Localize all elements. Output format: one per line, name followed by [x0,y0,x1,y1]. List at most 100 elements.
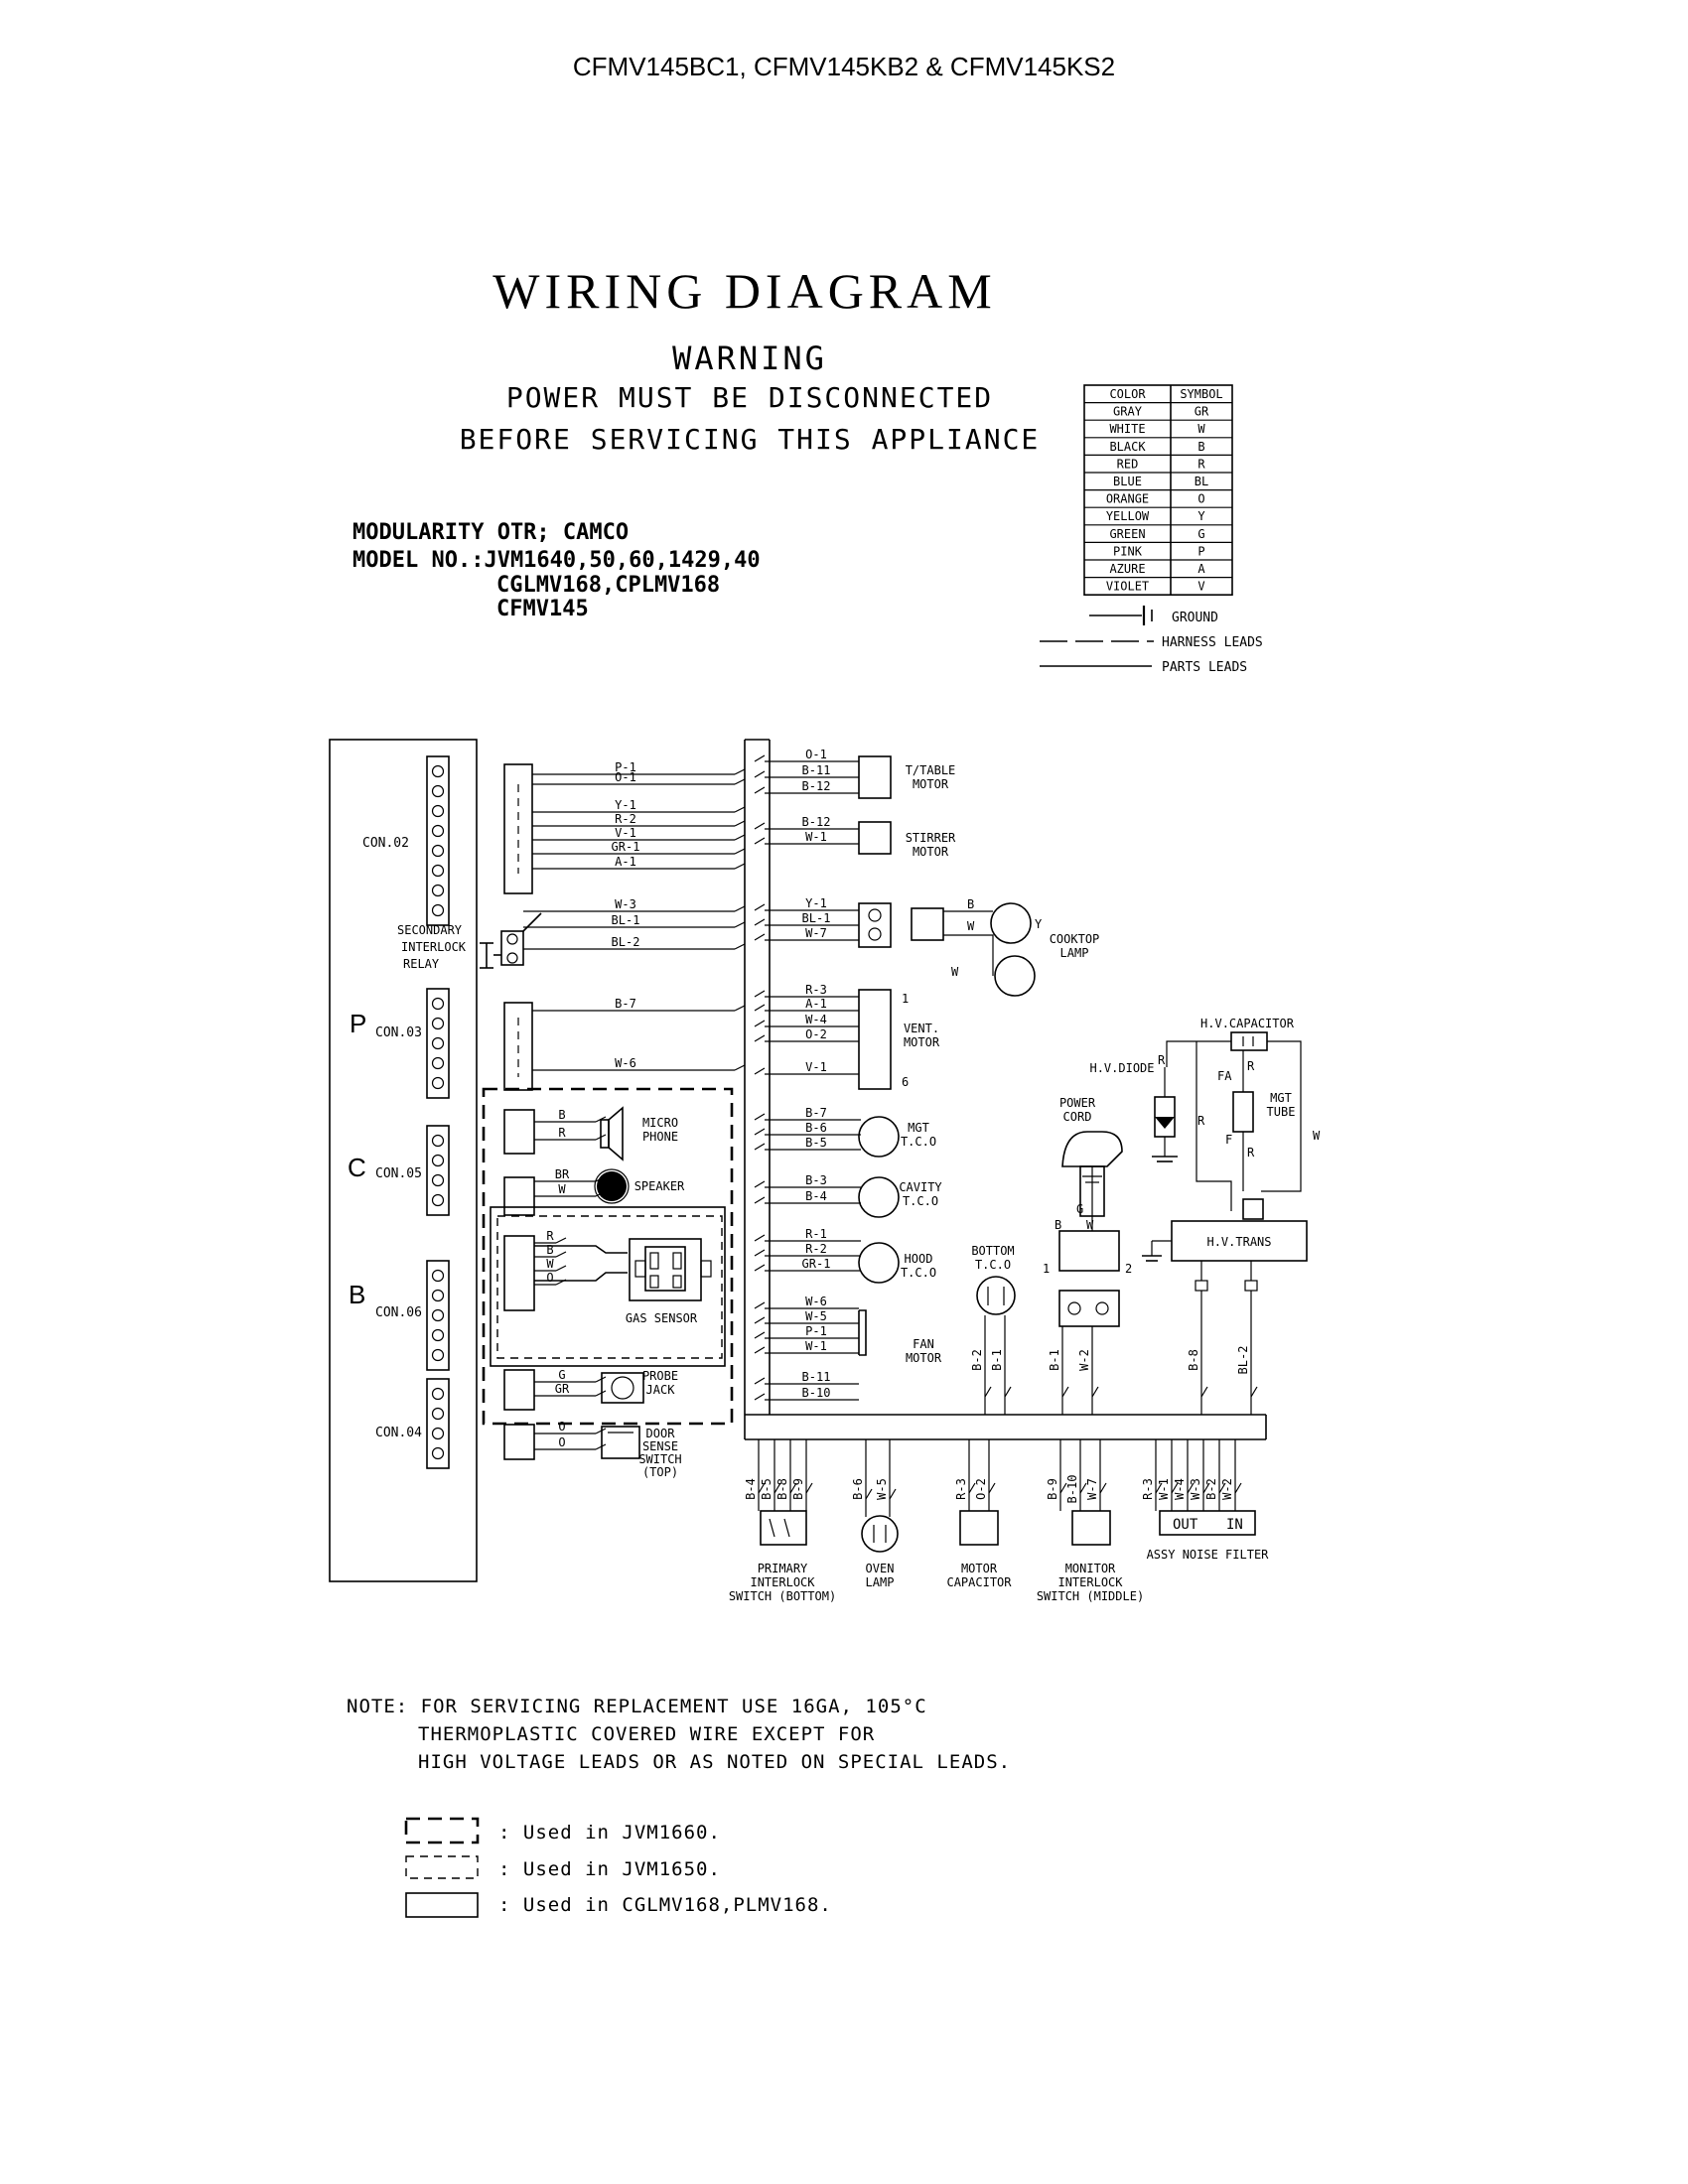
motor-capacitor-label: CAPACITOR [946,1575,1012,1589]
wire-label-vent: A-1 [805,997,827,1011]
color-table-header-color: COLOR [1109,387,1146,401]
speaker-icon [597,1171,627,1201]
microphone-label: PHONE [642,1130,678,1144]
wire-label-fan: W-5 [805,1309,827,1323]
wire-label-probe: GR [555,1382,570,1396]
noise-filter-out: OUT [1173,1517,1198,1533]
cord-w: W [1086,1218,1094,1232]
wire-label-con02: P-1 [615,760,636,774]
wire-label-oven: W-5 [875,1478,889,1500]
model-line-1: MODULARITY OTR; CAMCO [352,520,629,545]
relay-label-3: RELAY [403,957,440,971]
probe-jack-label: PROBE [642,1369,678,1383]
color-table-symbol: P [1197,544,1204,558]
vent-motor-label: VENT. [904,1022,939,1035]
bottom-tco-label: BOTTOM [971,1244,1014,1258]
primary-interlock-label: PRIMARY [758,1562,808,1575]
right-harness-wires: O-1B-11B-12B-12W-1Y-1BL-1W-7R-3A-1W-4O-2… [754,748,861,1401]
wire-label-vent: V-1 [805,1060,827,1074]
color-table-color: VIOLET [1106,580,1149,594]
wire-label-bottom_tco: B-1 [990,1349,1004,1371]
cavity-tco-label: T.C.O [903,1194,938,1208]
monitor-interlock-label: INTERLOCK [1057,1575,1123,1589]
wire-label-con02: R-2 [615,812,636,826]
wire-label-ttable: B-11 [802,763,831,777]
cooktop-lamp-icon [911,902,1036,997]
color-table-color: YELLOW [1106,509,1150,523]
cooktop-b: B [967,897,974,911]
power-cord-icon [1058,1131,1123,1272]
cavity-tco-label: CAVITY [899,1180,942,1194]
wire-label-hood: R-1 [805,1227,827,1241]
primary-interlock-label: SWITCH (BOTTOM) [729,1589,836,1603]
color-table-symbol: O [1197,492,1204,506]
wire-label-primary: B-4 [744,1478,758,1500]
cooktop-lamp-label: LAMP [1060,946,1089,960]
gas-sensor-icon [534,1238,712,1301]
oven-lamp-label: OVEN [866,1562,895,1575]
cord-2: 2 [1125,1262,1132,1276]
wire-label-hood: R-2 [805,1242,827,1256]
note-line-1: NOTE: FOR SERVICING REPLACEMENT USE 16GA… [347,1696,927,1717]
wire-label-relay: BL-1 [612,913,640,927]
color-table-symbol: B [1197,440,1204,454]
hood-tco-label: HOOD [905,1252,933,1266]
note-line-3: HIGH VOLTAGE LEADS OR AS NOTED ON SPECIA… [418,1751,1011,1773]
wire-label-noise: W-1 [1157,1478,1171,1500]
wire-label-noise: W-2 [1220,1478,1234,1500]
used-in-2: : Used in JVM1650. [498,1858,721,1880]
wire-label-bottom_tco: B-2 [970,1349,984,1371]
wire-label-con02: Y-1 [615,798,636,812]
color-table-color: PINK [1113,544,1143,558]
harness-housings [503,763,535,1460]
bottom-components: OUT IN [760,1510,1256,1553]
con02-label: CON.02 [362,836,409,851]
mgt-tco-label: MGT [908,1121,929,1135]
con04-label: CON.04 [375,1426,422,1440]
hv-fa: FA [1217,1069,1232,1083]
used-in-3: : Used in CGLMV168,PLMV168. [498,1894,832,1916]
speaker-label: SPEAKER [634,1179,685,1193]
wire-label-relay: BL-2 [612,935,640,949]
wire-label-hv_trans: BL-2 [1236,1346,1250,1375]
legend-harness-leads: HARNESS LEADS [1162,635,1263,650]
wire-label-gas: W [546,1257,554,1271]
model-line-3: CGLMV168,CPLMV168 [496,573,720,598]
component-labels: T/TABLEMOTORSTIRRERMOTORCOOKTOPLAMPVENT.… [626,763,1296,1603]
door-switch-label: DOOR [646,1427,676,1440]
wire-label-cord: W-2 [1077,1349,1091,1371]
con06-label: CON.06 [375,1305,422,1320]
gas-sensor-label: GAS SENSOR [626,1311,698,1325]
option-box-cglmv168 [490,1206,726,1367]
stirrer-motor-label: MOTOR [913,845,949,859]
option-box-jvm1650 [496,1215,723,1359]
hv-r-1: R [1158,1053,1166,1067]
pcb-letter-c: C [348,1153,366,1182]
note-line-2: THERMOPLASTIC COVERED WIRE EXCEPT FOR [418,1723,875,1745]
cord-connector [1058,1290,1120,1327]
warning-heading: WARNING [672,340,827,377]
wire-label-probe: G [558,1368,565,1382]
wire-label-door: O [558,1435,565,1449]
pcb-board: P C B CON.02 CON.03 CON.05 CON.06 CON.04… [329,739,478,1582]
wire-label-cavity: B-4 [805,1189,827,1203]
wire-label-con03: W-6 [615,1056,636,1070]
cord-g: G [1076,1202,1083,1216]
wire-label-fan: W-1 [805,1339,827,1353]
hv-w: W [1313,1129,1321,1143]
bottom-tco-label: T.C.O [975,1258,1011,1272]
probe-jack-icon [601,1372,644,1404]
high-voltage-section [1142,1031,1308,1292]
ttable-motor-label: MOTOR [913,777,949,791]
wire-label-fan: W-6 [805,1295,827,1308]
wire-label-monitor: W-7 [1085,1478,1099,1500]
relay-label-2: INTERLOCK [401,940,467,954]
wire-label-con03: B-7 [615,997,636,1011]
probe-jack-label: JACK [646,1383,676,1397]
model-line-2: MODEL NO.:JVM1640,50,60,1429,40 [352,548,761,573]
color-table-color: ORANGE [1106,492,1149,506]
secondary-interlock-relay [480,912,542,969]
wire-label-noise: W-3 [1189,1478,1202,1500]
